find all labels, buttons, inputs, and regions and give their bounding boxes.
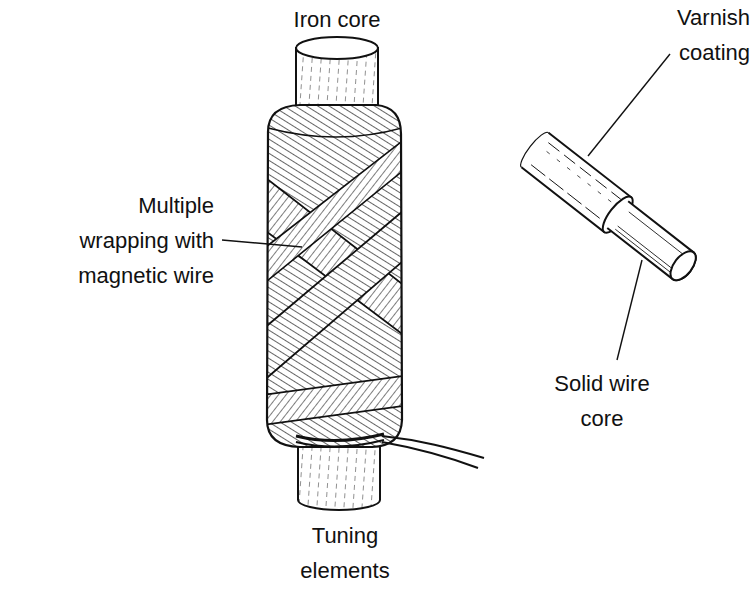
label-slot: Varnish coating — [650, 0, 750, 70]
leader-line — [588, 54, 670, 156]
coil-top-edge — [268, 128, 402, 137]
coil-outline — [267, 105, 402, 447]
wire-detail — [517, 129, 704, 289]
core-shading — [629, 212, 683, 254]
tube-shading — [548, 143, 620, 200]
core-shading — [615, 229, 670, 272]
leader-line — [617, 260, 642, 360]
bottom-wrap — [296, 440, 384, 447]
core-top-face — [296, 37, 378, 59]
coil-windings — [260, 100, 410, 452]
leader-lines — [222, 54, 670, 360]
part-label: Tuning elements — [280, 518, 410, 588]
cross-wrap — [262, 205, 410, 382]
cross-wrap — [262, 375, 410, 425]
tube-shading — [531, 165, 603, 222]
part-label: Multiple wrapping with magnetic wire — [54, 188, 214, 293]
part-label: Varnish coating — [650, 0, 750, 70]
part-label: Iron core — [227, 2, 447, 37]
label-slot: Multiple wrapping with magnetic wire — [54, 188, 214, 293]
lead-wire — [382, 436, 484, 458]
lead-wire — [382, 442, 478, 468]
cross-wrap — [262, 135, 410, 285]
cross-wrap-shading — [262, 375, 410, 425]
cross-wrap-shading — [262, 205, 410, 382]
label-slot: Solid wire core — [537, 366, 667, 436]
core-shading — [618, 226, 673, 269]
label-slot: Tuning elements — [280, 518, 410, 588]
cross-wrap-shading — [262, 135, 410, 285]
wire-coil — [260, 100, 484, 468]
tube-shading — [547, 151, 612, 201]
label-slot: Iron core — [227, 2, 447, 37]
bottom-wrap — [296, 434, 384, 441]
part-label: Solid wire core — [537, 366, 667, 436]
core-end — [666, 247, 701, 285]
tube-cut — [517, 129, 549, 167]
leader-line — [222, 240, 302, 247]
solid-core — [607, 201, 700, 284]
